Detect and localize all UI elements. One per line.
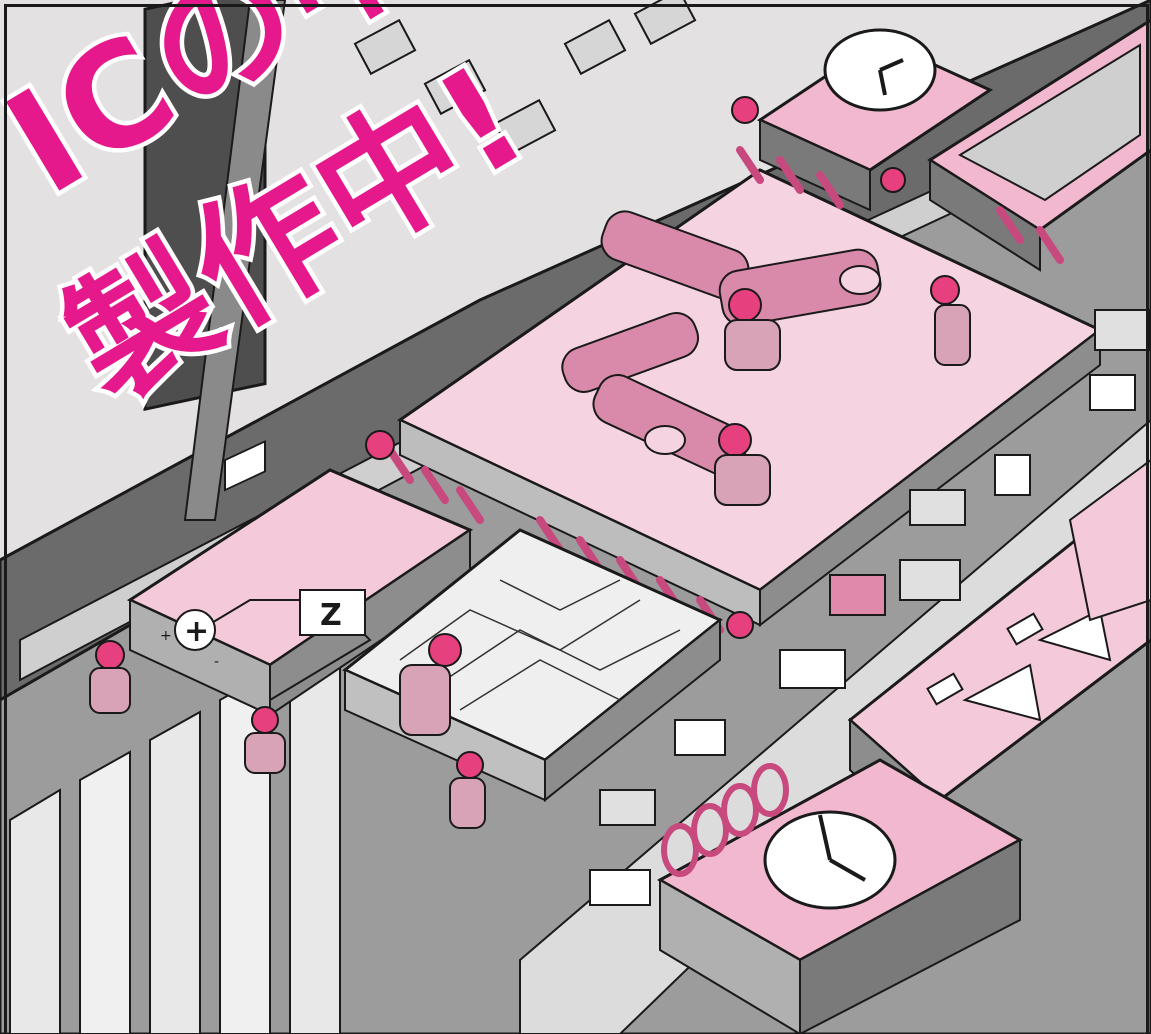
- truck: [829, 574, 886, 616]
- trace: [459, 659, 621, 711]
- notebook-block-side-right: [799, 838, 1021, 1034]
- socket: [563, 18, 627, 76]
- lead: [456, 486, 484, 524]
- worker-helmet: [930, 275, 960, 305]
- delay-box-1: [224, 439, 266, 492]
- trace: [429, 629, 681, 691]
- amp-triangle: [1037, 608, 1112, 662]
- screen-panel: [957, 43, 1141, 202]
- upper-right-block: [1068, 458, 1151, 622]
- workers: [89, 96, 971, 829]
- worker-helmet: [251, 706, 279, 734]
- worker-helmet: [95, 640, 125, 670]
- worker-helmet: [428, 633, 462, 667]
- worker-helmet: [880, 167, 906, 193]
- amp-box: [926, 672, 964, 706]
- circuit-block-side-right: [544, 617, 721, 803]
- delay-box-z: [299, 589, 366, 636]
- worker-body: [89, 667, 131, 714]
- worker-helmet: [456, 751, 484, 779]
- worker-body: [934, 304, 971, 366]
- socket: [423, 58, 487, 116]
- socket: [493, 98, 557, 156]
- robot-arm-drawing: [561, 210, 882, 476]
- minus-sign: -: [214, 654, 219, 670]
- pin: [149, 710, 201, 1034]
- spiral-ring: [721, 783, 759, 837]
- pin: [9, 788, 61, 1034]
- spiral-ring: [751, 763, 789, 817]
- van: [994, 454, 1031, 496]
- lead: [1036, 226, 1064, 264]
- clock-hand: [818, 814, 832, 861]
- socket: [353, 18, 417, 76]
- arm-joint: [644, 425, 686, 455]
- main-die-side-right: [759, 327, 1101, 628]
- delay-box-z-label: Z: [320, 598, 342, 633]
- worker-body: [244, 732, 286, 774]
- trace: [399, 599, 641, 661]
- summing-symbol: +: [184, 614, 209, 649]
- support-pole: [183, 0, 287, 521]
- worker-helmet: [365, 430, 395, 460]
- spiral-ring: [691, 803, 729, 857]
- lead: [386, 446, 414, 484]
- trace: [499, 579, 621, 611]
- notebook-spiral: [661, 763, 789, 877]
- truck: [899, 559, 961, 601]
- worker-body: [399, 664, 451, 736]
- circuit-traces: [399, 579, 681, 711]
- clock-hand: [829, 858, 866, 882]
- worker-body: [724, 319, 781, 371]
- worker-helmet: [728, 288, 762, 322]
- truck: [779, 649, 846, 689]
- van: [1089, 374, 1136, 411]
- amp-triangle: [962, 663, 1042, 722]
- notebook-block-side-left: [659, 878, 801, 1034]
- worker-helmet: [726, 611, 754, 639]
- amp-box: [1006, 612, 1044, 646]
- truck: [674, 719, 726, 756]
- lead: [421, 466, 449, 504]
- clock-block-side: [759, 118, 871, 212]
- truck: [599, 789, 656, 826]
- top-left-sockets: [353, 0, 697, 156]
- arm-segment: [561, 312, 700, 393]
- amplifier-symbols: [926, 608, 1112, 722]
- screen-block-side: [929, 158, 1041, 272]
- worker-body: [714, 454, 771, 506]
- clock-hand: [878, 69, 887, 96]
- truck: [909, 489, 966, 526]
- lead: [996, 206, 1024, 244]
- pin: [79, 750, 131, 1034]
- trucks: [589, 309, 1151, 906]
- plus-sign: +: [160, 628, 172, 644]
- worker-helmet: [718, 423, 752, 457]
- worker-body: [449, 777, 486, 829]
- clock-hand: [879, 58, 904, 72]
- lead: [776, 156, 804, 194]
- arm-joint: [839, 265, 881, 295]
- lead: [736, 146, 764, 184]
- truck: [589, 869, 651, 906]
- truck: [1094, 309, 1151, 351]
- summing-junction: [174, 609, 216, 651]
- spiral-ring: [661, 823, 699, 877]
- z-transform-diagram: [174, 439, 372, 701]
- lead: [816, 171, 844, 209]
- worker-helmet: [731, 96, 759, 124]
